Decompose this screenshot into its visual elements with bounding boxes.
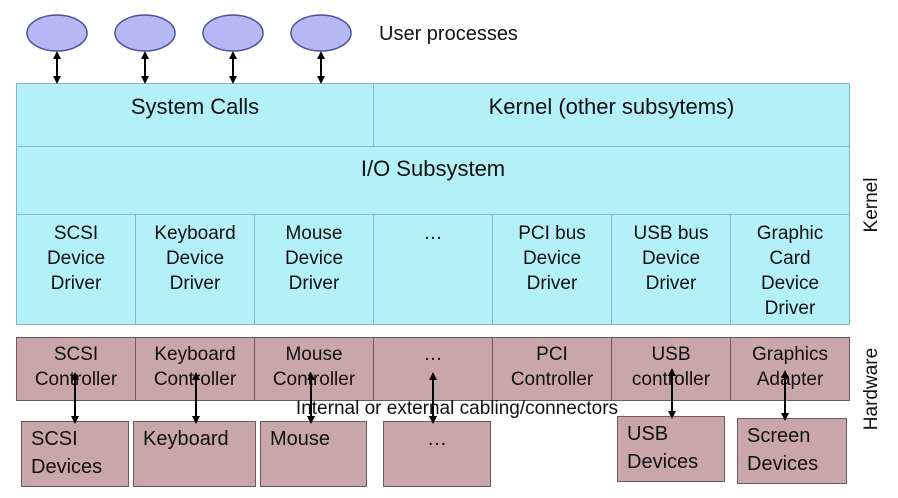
driver-scsi: SCSI Device Driver — [16, 214, 136, 325]
driver-graphic-card: Graphic Card Device Driver — [730, 214, 850, 325]
driver-usb-bus: USB bus Device Driver — [611, 214, 731, 325]
controller-pci: PCI Controller — [492, 337, 612, 401]
driver-ellipsis: … — [373, 214, 493, 325]
user-processes-label: User processes — [379, 23, 518, 45]
system-calls-box: System Calls — [16, 83, 374, 147]
device-scsi: SCSI Devices — [21, 421, 129, 487]
device-keyboard: Keyboard — [133, 421, 256, 487]
kernel-other-subsystems-box: Kernel (other subsytems) — [373, 83, 850, 147]
device-screen: Screen Devices — [737, 418, 847, 484]
device-mouse: Mouse — [260, 421, 367, 487]
device-ellipsis: … — [383, 421, 491, 487]
driver-pci-bus: PCI bus Device Driver — [492, 214, 612, 325]
device-usb: USB Devices — [617, 416, 725, 482]
io-subsystem-box: I/O Subsystem — [16, 146, 850, 215]
controller-graphics-adapter: Graphics Adapter — [730, 337, 850, 401]
cabling-label: Internal or external cabling/connectors — [295, 398, 619, 419]
driver-mouse: Mouse Device Driver — [254, 214, 374, 325]
driver-keyboard: Keyboard Device Driver — [135, 214, 255, 325]
